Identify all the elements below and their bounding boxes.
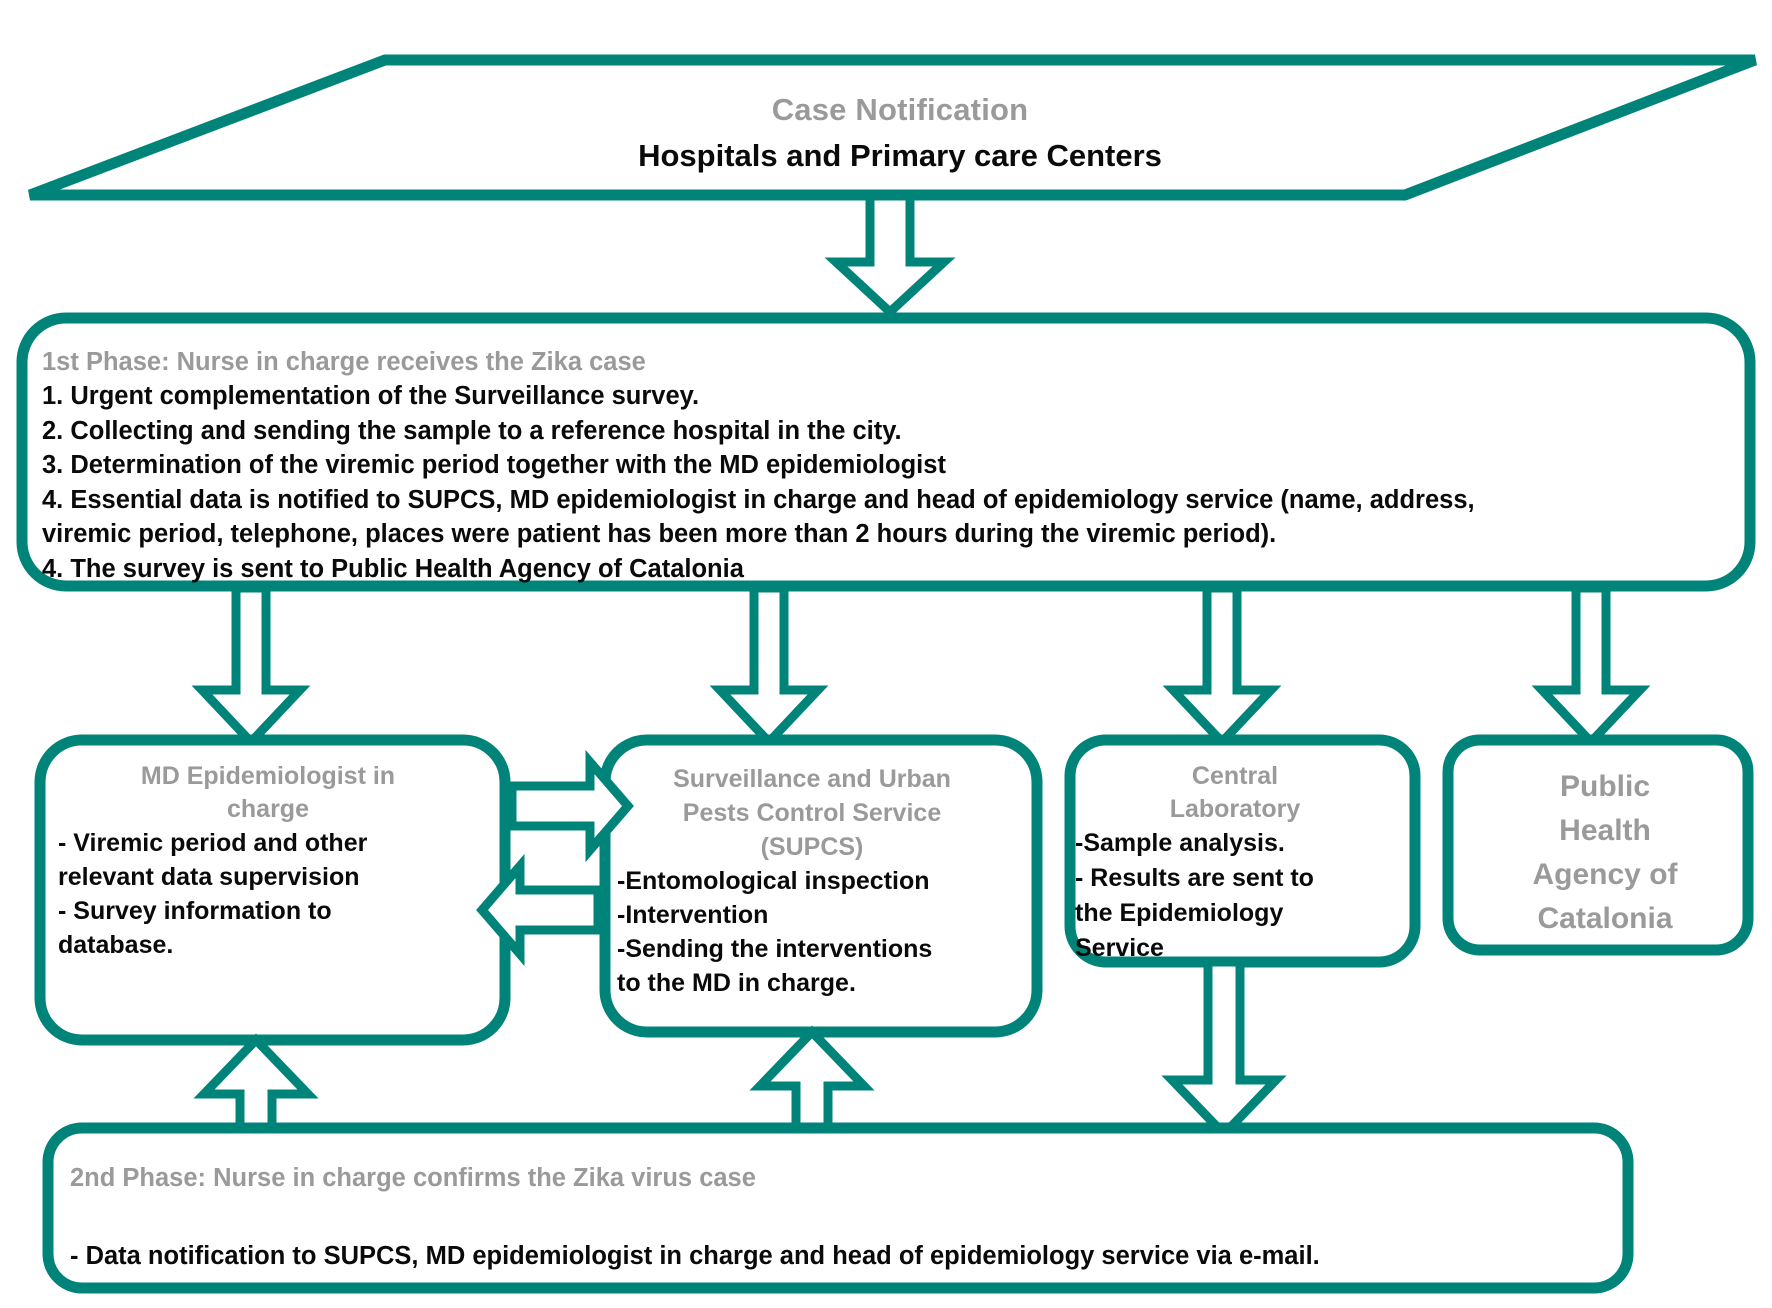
supcs-heading-line2: Pests Control Service <box>682 799 942 827</box>
phase1-item-5: 4. The survey is sent to Public Health A… <box>42 554 744 583</box>
md-epidemiologist-item-1: - Viremic period and other <box>58 829 368 857</box>
supcs-item-3: -Sending the interventions <box>617 935 933 963</box>
phase1-text: 1st Phase: Nurse in charge receives the … <box>42 345 1732 586</box>
supcs-item-1: -Entomological inspection <box>617 867 930 895</box>
supcs-item-2: -Intervention <box>617 901 769 929</box>
case-notification-subtitle: Hospitals and Primary care Centers <box>638 138 1162 173</box>
central-laboratory-heading-line2: Laboratory <box>1169 795 1301 823</box>
phase1-item-3: 3. Determination of the viremic period t… <box>42 451 946 479</box>
arrow-phase1-to-md <box>191 583 311 749</box>
central-laboratory-text: Central Laboratory -Sample analysis. - R… <box>1075 760 1395 966</box>
central-laboratory-item-1: -Sample analysis. <box>1075 829 1285 857</box>
arrow-md-to-supcs <box>507 749 634 863</box>
md-epidemiologist-item-2: - Survey information to <box>58 897 332 925</box>
supcs-item-3-continued: to the MD in charge. <box>617 969 856 997</box>
phase1-item-1: 1. Urgent complementation of the Surveil… <box>42 382 700 410</box>
md-epidemiologist-item-1-continued: relevant data supervision <box>58 863 360 891</box>
phase1-item-2: 2. Collecting and sending the sample to … <box>42 416 902 445</box>
phase1-item-4-continued: viremic period, telephone, places were p… <box>42 520 1277 548</box>
central-laboratory-item-2-continued-2: Service <box>1075 934 1164 962</box>
phase2-heading: 2nd Phase: Nurse in charge confirms the … <box>70 1164 756 1192</box>
md-epidemiologist-heading-line1: MD Epidemiologist in <box>140 762 396 790</box>
public-health-agency-line1: Public <box>1559 770 1650 803</box>
public-health-agency-line4: Catalonia <box>1537 902 1673 935</box>
public-health-agency-line2: Health <box>1559 814 1651 847</box>
arrow-source-to-phase1 <box>824 191 956 319</box>
central-laboratory-heading-line1: Central <box>1191 762 1279 790</box>
phase2-body: - Data notification to SUPCS, MD epidemi… <box>70 1242 1320 1270</box>
arrow-phase1-to-laboratory <box>1162 583 1282 749</box>
public-health-agency-text: Public Health Agency of Catalonia <box>1460 765 1750 941</box>
central-laboratory-item-2-continued: the Epidemiology <box>1075 899 1284 927</box>
case-notification-heading: Case Notification <box>771 92 1029 127</box>
phase1-heading: 1st Phase: Nurse in charge receives the … <box>42 348 646 376</box>
md-epidemiologist-text: MD Epidemiologist in charge - Viremic pe… <box>58 760 478 962</box>
arrow-supcs-to-md <box>476 853 603 967</box>
supcs-heading-line3: (SUPCS) <box>760 833 864 861</box>
public-health-agency-line3: Agency of <box>1532 858 1678 891</box>
md-epidemiologist-heading-line2: charge <box>227 795 309 823</box>
phase2-text: 2nd Phase: Nurse in charge confirms the … <box>70 1160 1670 1274</box>
supcs-text: Surveillance and Urban Pests Control Ser… <box>617 762 1007 1000</box>
arrow-laboratory-to-phase2 <box>1161 957 1287 1141</box>
arrow-phase2-to-md <box>193 1033 319 1175</box>
arrow-phase1-to-public-health-agency <box>1531 583 1651 749</box>
arrow-phase2-to-supcs <box>749 1025 875 1175</box>
md-epidemiologist-item-2-continued: database. <box>58 931 174 959</box>
supcs-heading-line1: Surveillance and Urban <box>673 765 951 793</box>
central-laboratory-item-2: - Results are sent to <box>1075 864 1314 892</box>
phase1-item-4: 4. Essential data is notified to SUPCS, … <box>42 485 1475 514</box>
case-notification-text: Case Notification Hospitals and Primary … <box>300 88 1500 180</box>
arrow-phase1-to-supcs <box>709 583 829 749</box>
